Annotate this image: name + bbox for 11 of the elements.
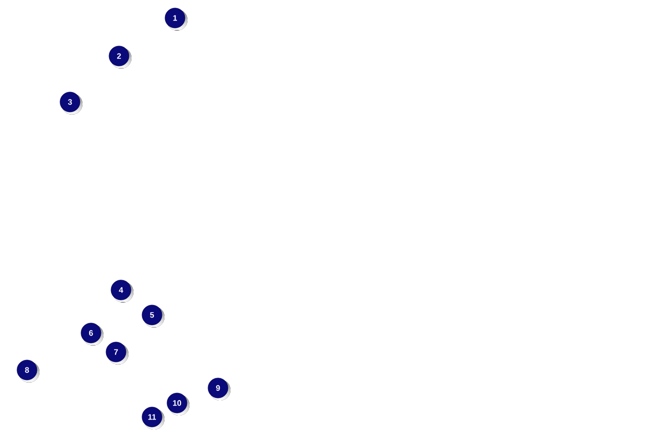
callout-number: 3 xyxy=(60,92,82,114)
callout-number: 8 xyxy=(16,360,40,382)
callout-number: 10 xyxy=(166,392,190,416)
callout-number: 7 xyxy=(106,342,128,364)
callout-number: 1 xyxy=(164,8,188,30)
callout-number: 11 xyxy=(142,406,164,430)
callout-number: 2 xyxy=(108,46,132,68)
callout-number: 6 xyxy=(80,322,104,346)
callout-number: 5 xyxy=(142,304,164,328)
callout-number: 4 xyxy=(110,280,134,302)
callout-number: 9 xyxy=(208,378,230,400)
